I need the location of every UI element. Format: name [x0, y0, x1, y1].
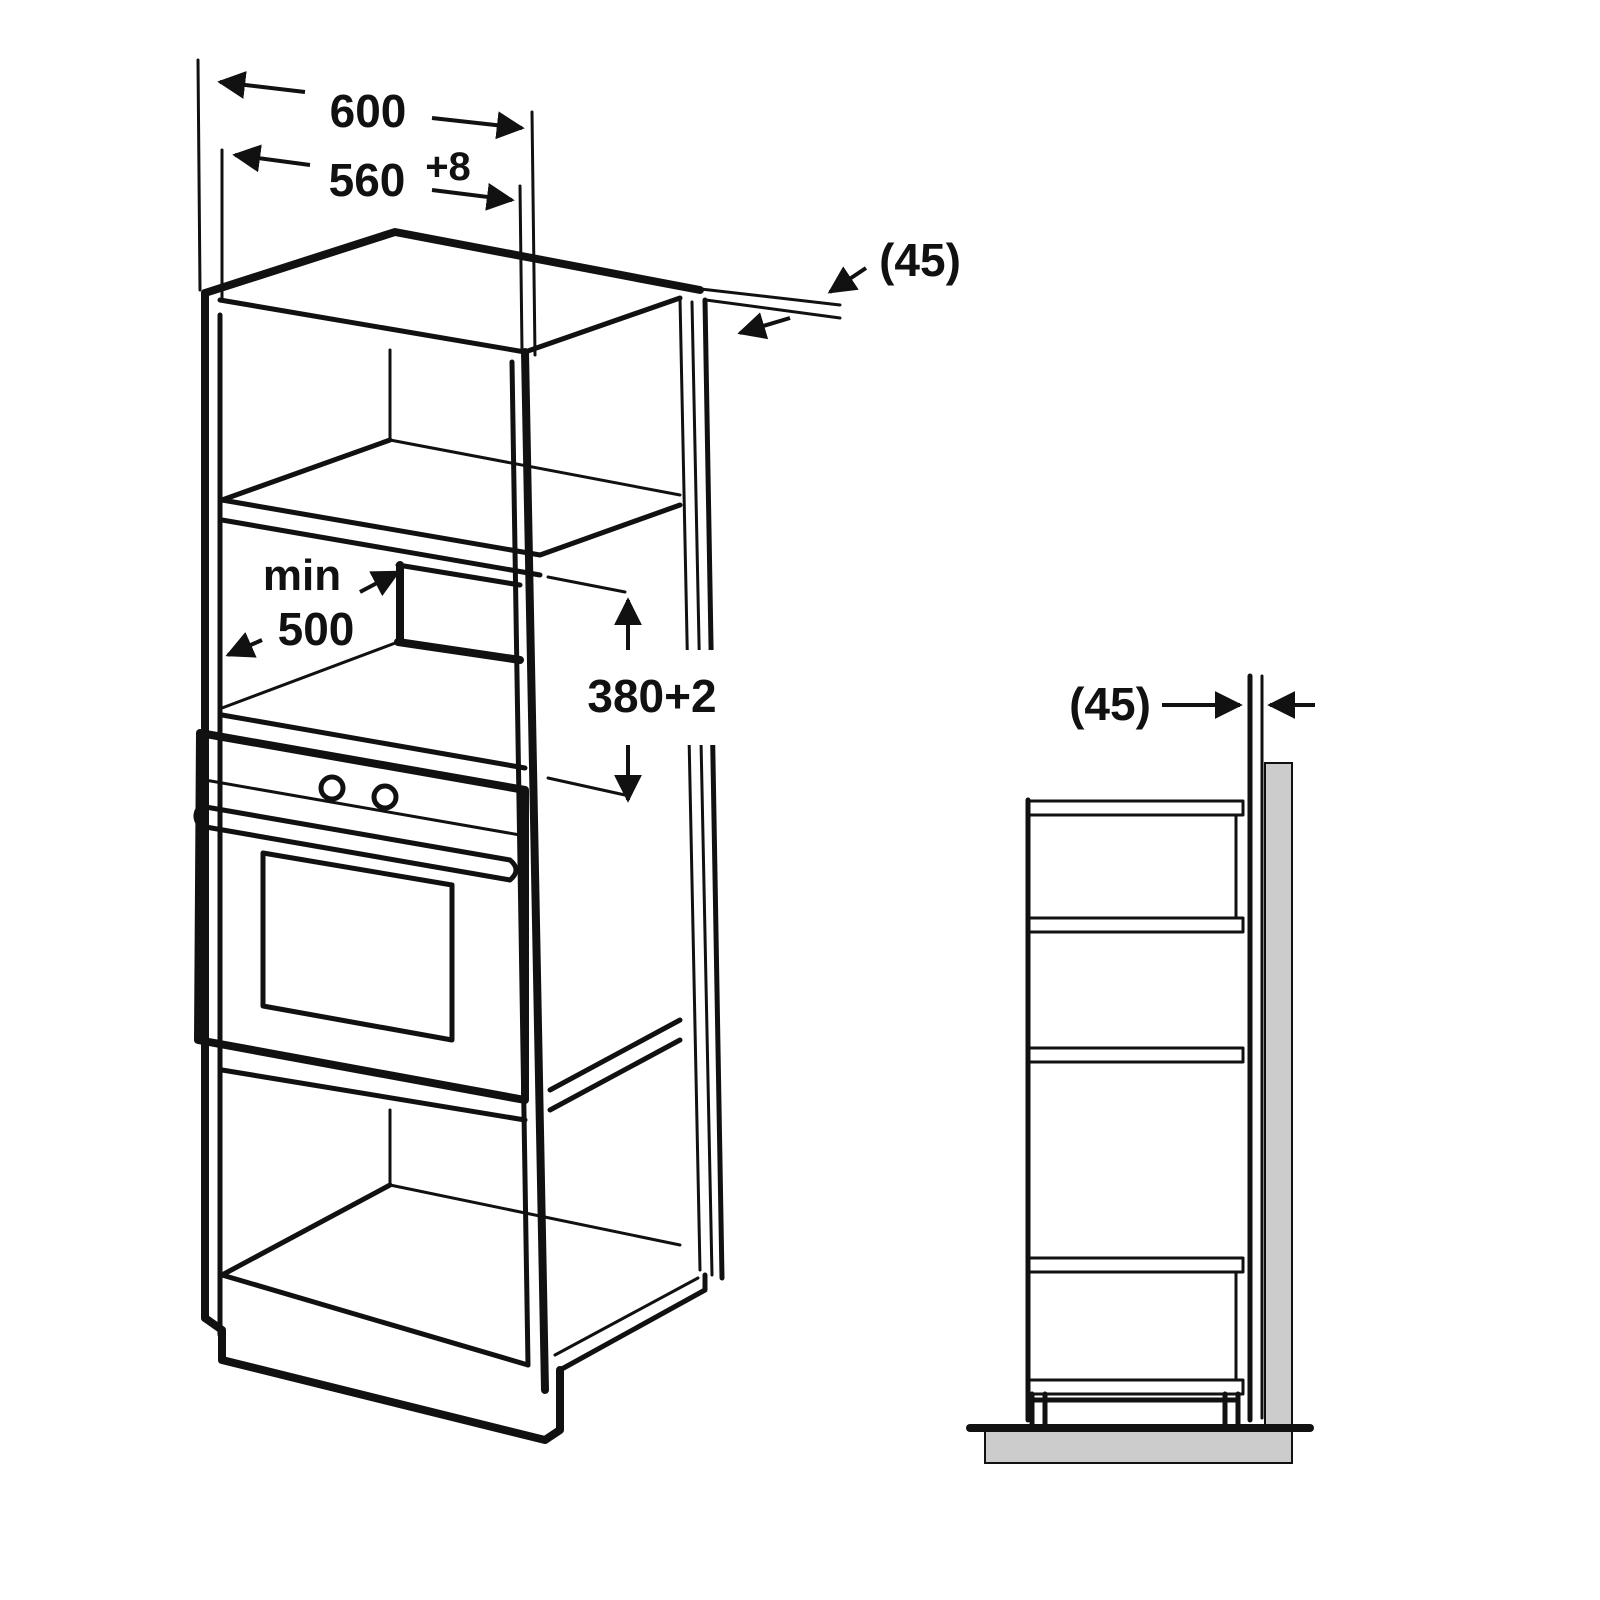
label-560-tolerance: +8	[425, 145, 471, 189]
dimension-min-depth: min 500	[225, 551, 401, 658]
dimension-600: 600	[196, 58, 537, 357]
label-600: 600	[330, 85, 407, 137]
label-side-gap: (45)	[1069, 678, 1151, 730]
label-background	[540, 650, 765, 745]
dimension-top-gap: (45)	[690, 234, 961, 340]
dimension-side-gap: (45)	[1069, 678, 1315, 730]
label-560: 560	[329, 154, 406, 206]
label-500: 500	[278, 603, 355, 655]
label-min: min	[263, 551, 341, 600]
label-380: 380+2	[587, 670, 716, 722]
tall-cabinet-drawing	[193, 228, 725, 1444]
side-section-drawing	[966, 673, 1314, 1464]
wall-section	[1264, 762, 1293, 1426]
oven-window-icon	[260, 850, 455, 1043]
oven-knob-2-icon	[371, 783, 399, 811]
dimension-560: 560 +8	[220, 144, 524, 352]
dimension-niche-height: 380+2	[540, 597, 765, 803]
oven-knob-1-icon	[318, 774, 346, 802]
oven-handle-icon	[193, 803, 519, 883]
label-top-gap: (45)	[879, 234, 961, 286]
floor-section	[984, 1427, 1293, 1464]
